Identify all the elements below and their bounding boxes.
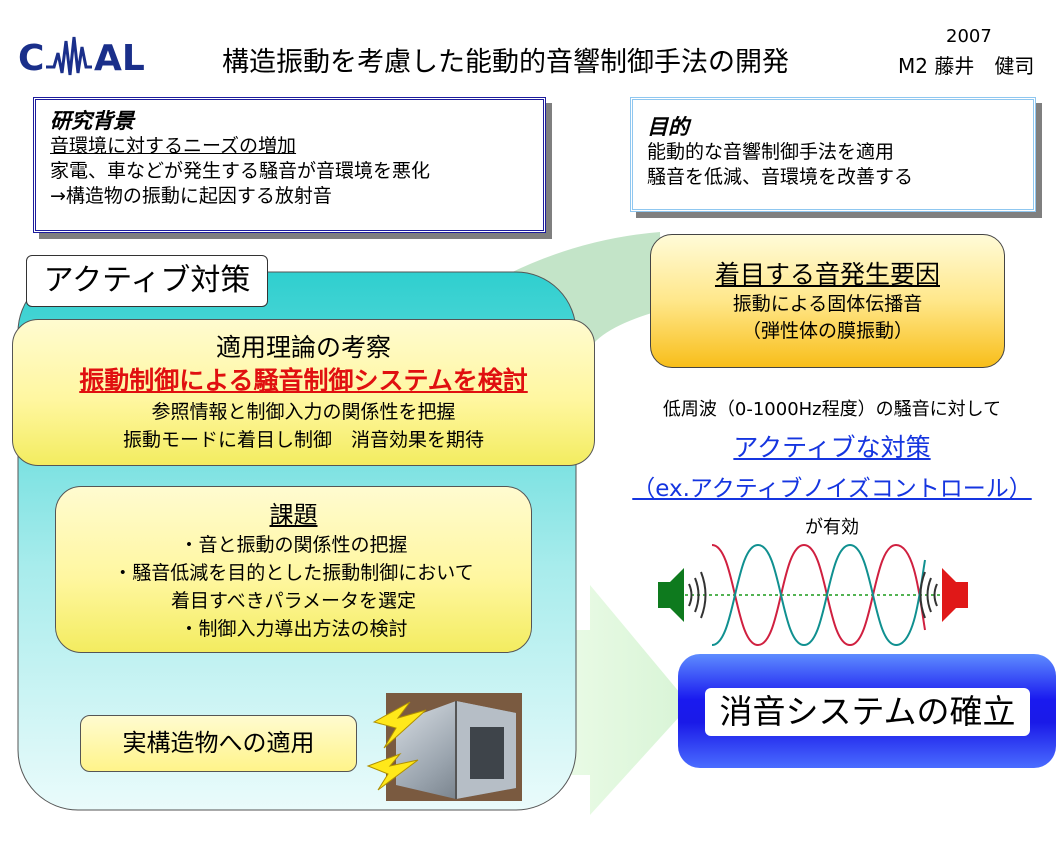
red-speaker-icon — [919, 568, 968, 622]
page-title: 構造振動を考慮した能動的音響制御手法の開発 — [222, 47, 789, 78]
theory-box: 適用理論の考察 振動制御による騒音制御システムを検討 参照情報と制御入力の関係性… — [12, 319, 595, 466]
background-heading: 研究背景 — [50, 109, 134, 133]
background-line: 家電、車などが発生する騒音が音環境を悪化 — [50, 160, 431, 182]
noise-source-box: 着目する音発生要因 振動による固体伝播音 （弾性体の膜振動） — [650, 234, 1005, 368]
big-arrow — [560, 585, 690, 815]
issues-line: ・制御入力導出方法の検討 — [179, 618, 408, 640]
wave-red — [711, 543, 926, 647]
noise-source-line: 振動による固体伝播音 — [732, 293, 923, 315]
research-background-box: 研究背景 音環境に対するニーズの増加 家電、車などが発生する騒音が音環境を悪化 … — [33, 97, 546, 233]
lightning-icon — [366, 752, 419, 791]
theory-highlight: 振動制御による騒音制御システムを検討 — [79, 366, 528, 395]
camal-logo: C AL — [18, 36, 145, 77]
year-label: 2007 — [946, 26, 992, 47]
swoosh-arrow — [470, 232, 662, 360]
wave-teal — [711, 543, 926, 647]
background-line: 音環境に対するニーズの増加 — [50, 135, 297, 157]
application-label: 実構造物への適用 — [122, 729, 315, 757]
issues-line: 着目すべきパラメータを選定 — [170, 590, 417, 612]
active-measure-link[interactable]: アクティブな対策 — [733, 433, 931, 462]
purpose-line: 能動的な音響制御手法を適用 — [647, 141, 895, 163]
svg-text:C: C — [18, 38, 44, 77]
theory-heading: 適用理論の考察 — [215, 333, 391, 362]
purpose-heading: 目的 — [647, 115, 689, 139]
duct-structure-image — [386, 693, 522, 801]
theory-line: 振動モードに着目し制御 消音効果を期待 — [122, 429, 484, 451]
lightning-icon — [372, 701, 427, 749]
theory-line: 参照情報と制御入力の関係性を把握 — [151, 401, 456, 423]
effective-text: が有効 — [805, 517, 859, 538]
application-box: 実構造物への適用 — [80, 715, 357, 772]
issues-box: 課題 ・音と振動の関係性の把握 ・騒音低減を目的とした振動制御において 着目すべ… — [55, 486, 532, 653]
issues-line: ・音と振動の関係性の把握 — [179, 534, 408, 556]
noise-source-line: （弾性体の膜振動） — [741, 320, 913, 342]
green-speaker-icon — [658, 568, 707, 622]
low-frequency-text: 低周波（0-1000Hz程度）の騒音に対して — [662, 399, 1002, 420]
svg-text:AL: AL — [94, 38, 145, 77]
issues-heading: 課題 — [269, 501, 318, 529]
purpose-line: 騒音を低減、音環境を改善する — [647, 166, 914, 188]
anti-noise-waves — [658, 543, 968, 647]
issues-line: ・騒音低減を目的とした振動制御において — [113, 562, 474, 584]
purpose-box: 目的 能動的な音響制御手法を適用 騒音を低減、音環境を改善する — [630, 97, 1036, 212]
anc-link[interactable]: （ex.アクティブノイズコントロール） — [632, 476, 1032, 502]
background-line: →構造物の振動に起因する放射音 — [50, 185, 332, 207]
author-label: M2 藤井 健司 — [898, 54, 1035, 78]
noise-source-heading: 着目する音発生要因 — [714, 260, 940, 289]
result-label: 消音システムの確立 — [705, 688, 1030, 736]
active-measures-title: アクティブ対策 — [26, 255, 268, 307]
